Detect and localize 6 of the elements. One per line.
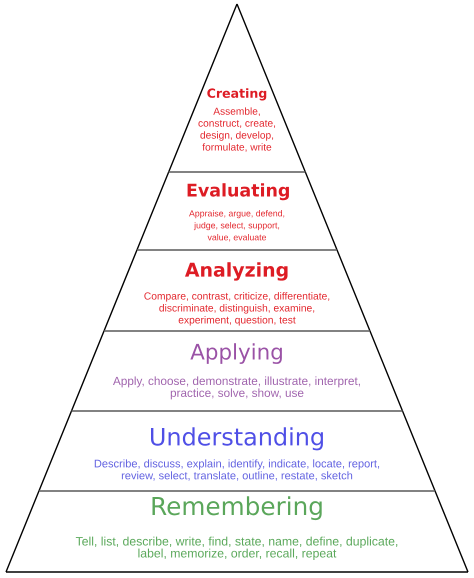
pyramid-tier: Applying Apply, choose, demonstrate, illustrate, interpret, practice, solve, show, use — [70, 330, 404, 412]
pyramid-tier: Remembering Tell, list, describe, write, find, state, name, define, duplicate, label, memorize, order, recall, repeat — [5, 490, 469, 573]
pyramid-tier: Evaluating Appraise, argue, defend, judge, select, support, value, evaluate — [136, 172, 338, 251]
pyramid-tier: Understanding Describe, discuss, explain, identify, indicate, locate, report, review, select, translate, outline, restate, sketch — [38, 410, 436, 492]
pyramid-tier: Creating Assemble, construct, create, design, develop, formulate, write — [168, 4, 306, 173]
pyramid-tier: Analyzing Compare, contrast, criticize, differentiate, discriminate, distinguish, examine, experiment, question, test — [103, 250, 371, 332]
